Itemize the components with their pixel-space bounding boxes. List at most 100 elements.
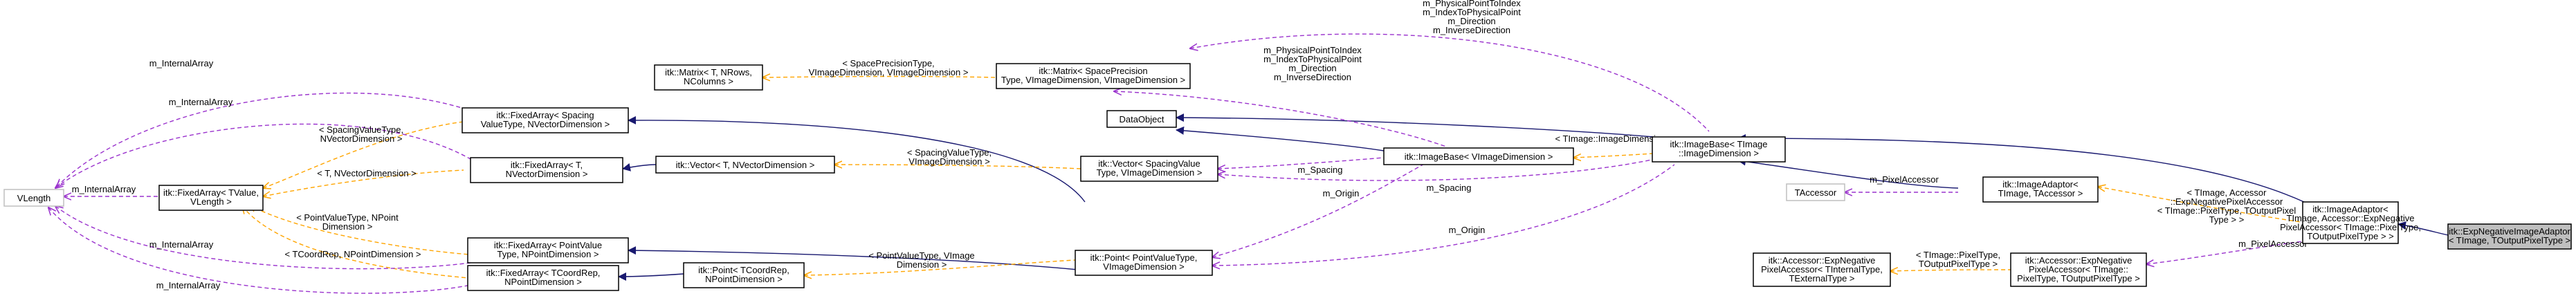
class-node-point-pointvalue[interactable]: itk::Point< PointValueType,VImageDimensi… [1075, 250, 1213, 276]
edge-tpl-fixedarray-tvalue-to-t [263, 169, 464, 196]
edge-tpl-vector-t-to-vector-spacing [834, 165, 1081, 169]
text-line: itk::Point< PointValueType, [1090, 252, 1198, 263]
text-line: m_IndexToPhysicalPoint [1263, 54, 1362, 64]
svg-text:itk::Accessor::ExpNegativePixe: itk::Accessor::ExpNegativePixelAccessor<… [1761, 255, 1883, 284]
svg-text:itk::FixedArray< TCoordRep,NPo: itk::FixedArray< TCoordRep,NPointDimensi… [486, 268, 601, 287]
text-line: itk::ImageBase< VImageDimension > [1405, 151, 1553, 162]
text-line: TImage, TAccessor > [1998, 188, 2083, 198]
text-line: m_InternalArray [169, 97, 233, 107]
text-line: PixelType, TOutputPixelType > [2017, 273, 2140, 284]
edge-imagebase-timage-to-imageadaptor-exp [1737, 134, 2305, 203]
edge-fixedarray-t-to-vector-t [622, 163, 657, 172]
class-node-taccessor[interactable]: TAccessor [1786, 183, 1845, 201]
text-line: < PointValueType, NPoint [296, 212, 399, 223]
edge-use-vlength-to-tcoordrep [48, 207, 478, 294]
text-line: itk::ImageAdaptor< [2312, 204, 2388, 214]
text-line: Type, VImageDimension > [1097, 167, 1203, 178]
edge-use-point-pointvalue-to-imagebase-timage [1212, 164, 1675, 266]
edge-tpl-imagebase-v-to-timage [1573, 153, 1653, 158]
class-node-matrix-t[interactable]: itk::Matrix< T, NRows,NColumns > [654, 64, 763, 91]
edge-label: m_InternalArray [149, 58, 214, 68]
text-line: NColumns > [684, 76, 733, 86]
edge-use-point-pointvalue-to-imagebase-v [1212, 163, 1426, 257]
class-node-dataobject[interactable]: DataObject [1106, 110, 1177, 128]
text-line: Dimension > [897, 259, 947, 270]
text-line: m_Direction [1447, 16, 1495, 26]
svg-text:itk::ImageAdaptor<TImage, Acce: itk::ImageAdaptor<TImage, Accessor::ExpN… [2280, 204, 2421, 241]
text-line: Type > > [2209, 214, 2245, 225]
text-line: VImageDimension, VImageDimension > [809, 67, 969, 77]
text-line: PixelAccessor< TImage::PixelType, [2280, 222, 2421, 232]
class-node-point-t[interactable]: itk::Point< TCoordRep,NPointDimension > [683, 262, 805, 288]
text-line: < T, NVectorDimension > [317, 168, 417, 178]
edge-tpl-accessor-explicit-to-timage [1890, 270, 2011, 271]
text-line: VLength [17, 193, 51, 203]
class-node-fixedarray-tcoordrep[interactable]: itk::FixedArray< TCoordRep,NPointDimensi… [467, 265, 619, 291]
svg-text:itk::Accessor::ExpNegativePixe: itk::Accessor::ExpNegativePixelAccessor<… [2017, 255, 2140, 284]
edge-label: < TImage::ImageDimension > [1555, 133, 1673, 144]
text-line: NVectorDimension > [506, 169, 588, 179]
text-line: itk::ExpNegativeImageAdaptor [2449, 226, 2570, 237]
edge-label: m_PixelAccessor [1870, 174, 1939, 185]
edge-fixedarray-tcoordrep-to-point-t [618, 272, 684, 281]
class-node-expnegative-image-adaptor[interactable]: itk::ExpNegativeImageAdaptor< TImage, TO… [2447, 223, 2572, 250]
svg-text:itk::Point< PointValueType,VIm: itk::Point< PointValueType,VImageDimensi… [1090, 252, 1198, 272]
text-line: < SpacePrecisionType, [842, 58, 934, 68]
edge-label: m_InternalArray [149, 239, 214, 250]
text-line: itk::FixedArray< PointValue [494, 240, 602, 250]
text-line: itk::Matrix< SpacePrecision [1039, 66, 1147, 76]
text-line: m_InternalArray [72, 184, 136, 194]
text-line: itk::Accessor::ExpNegative [2025, 255, 2132, 266]
class-node-fixedarray-tvalue[interactable]: itk::FixedArray< TValue,VLength > [158, 185, 264, 211]
edge-fixedarray-pointvalue-to-point-pointvalue [628, 246, 1079, 270]
class-node-imageadaptor-exp[interactable]: itk::ImageAdaptor<TImage, Accessor::ExpN… [2280, 201, 2421, 244]
edge-dataobject-to-imagebase-v [1176, 126, 1385, 151]
edge-use-vector-spacing-to-imagebase-v [1218, 157, 1385, 169]
text-line: DataObject [1119, 114, 1164, 124]
text-line: m_Direction [1288, 63, 1336, 73]
text-line: m_InternalArray [149, 58, 214, 68]
text-line: TImage, Accessor::ExpNegative [2287, 213, 2415, 223]
edge-imageadaptor-exp-to-filter [2397, 221, 2449, 236]
text-line: itk::FixedArray< TValue, [163, 187, 259, 198]
text-line: itk::ImageBase< TImage [1670, 139, 1767, 149]
svg-text:itk::ImageBase< TImage::ImageD: itk::ImageBase< TImage::ImageDimension > [1670, 139, 1767, 158]
edge-imagebase-timage-to-imageadaptor-t [1737, 157, 1959, 189]
class-node-vlength[interactable]: VLength [3, 189, 64, 207]
text-line: TExternalType > [1789, 273, 1854, 284]
edge-tpl-matrix-t-to-matrix-spacing [762, 77, 997, 78]
svg-text:itk::Vector< SpacingValueType,: itk::Vector< SpacingValueType, VImageDim… [1097, 158, 1203, 178]
class-node-fixedarray-t[interactable]: itk::FixedArray< T,NVectorDimension > [470, 157, 623, 183]
edge-label: < TImage, Accessor::ExpNegativePixelAcce… [2157, 187, 2296, 225]
svg-text:itk::ExpNegativeImageAdaptor<: itk::ExpNegativeImageAdaptor< TImage, TO… [2449, 226, 2571, 246]
class-node-imageadaptor-t[interactable]: itk::ImageAdaptor<TImage, TAccessor > [1982, 176, 2099, 203]
text-line: itk::Vector< T, NVectorDimension > [676, 160, 815, 170]
class-node-imagebase-timage[interactable]: itk::ImageBase< TImage::ImageDimension > [1652, 136, 1786, 163]
edge-dataobject-to-imagebase-timage [1176, 113, 1654, 138]
svg-text:TAccessor: TAccessor [1795, 187, 1837, 198]
class-node-vector-t[interactable]: itk::Vector< T, NVectorDimension > [655, 156, 835, 174]
text-line: m_Spacing [1297, 165, 1342, 175]
edge-label: m_InternalArray [156, 280, 221, 290]
class-node-imagebase-v[interactable]: itk::ImageBase< VImageDimension > [1383, 147, 1574, 165]
text-line: m_PixelAccessor [2238, 239, 2308, 249]
svg-text:itk::FixedArray< TValue,VLengt: itk::FixedArray< TValue,VLength > [163, 187, 259, 207]
text-line: itk::FixedArray< TCoordRep, [486, 268, 601, 278]
svg-text:itk::FixedArray< SpacingValueT: itk::FixedArray< SpacingValueType, NVect… [481, 110, 610, 129]
text-line: VImageDimension > [908, 156, 989, 167]
edge-tpl-fixedarray-tvalue-to-tcoordrep [242, 206, 470, 279]
text-line: < TImage, Accessor [2186, 187, 2267, 198]
text-line: itk::ImageAdaptor< [2002, 179, 2078, 189]
edge-label: m_InternalArray [169, 97, 233, 107]
text-line: < TImage, TOutputPixelType > [2449, 235, 2570, 246]
edge-label: m_PixelAccessor [2238, 239, 2308, 249]
text-line: m_InternalArray [149, 239, 214, 250]
